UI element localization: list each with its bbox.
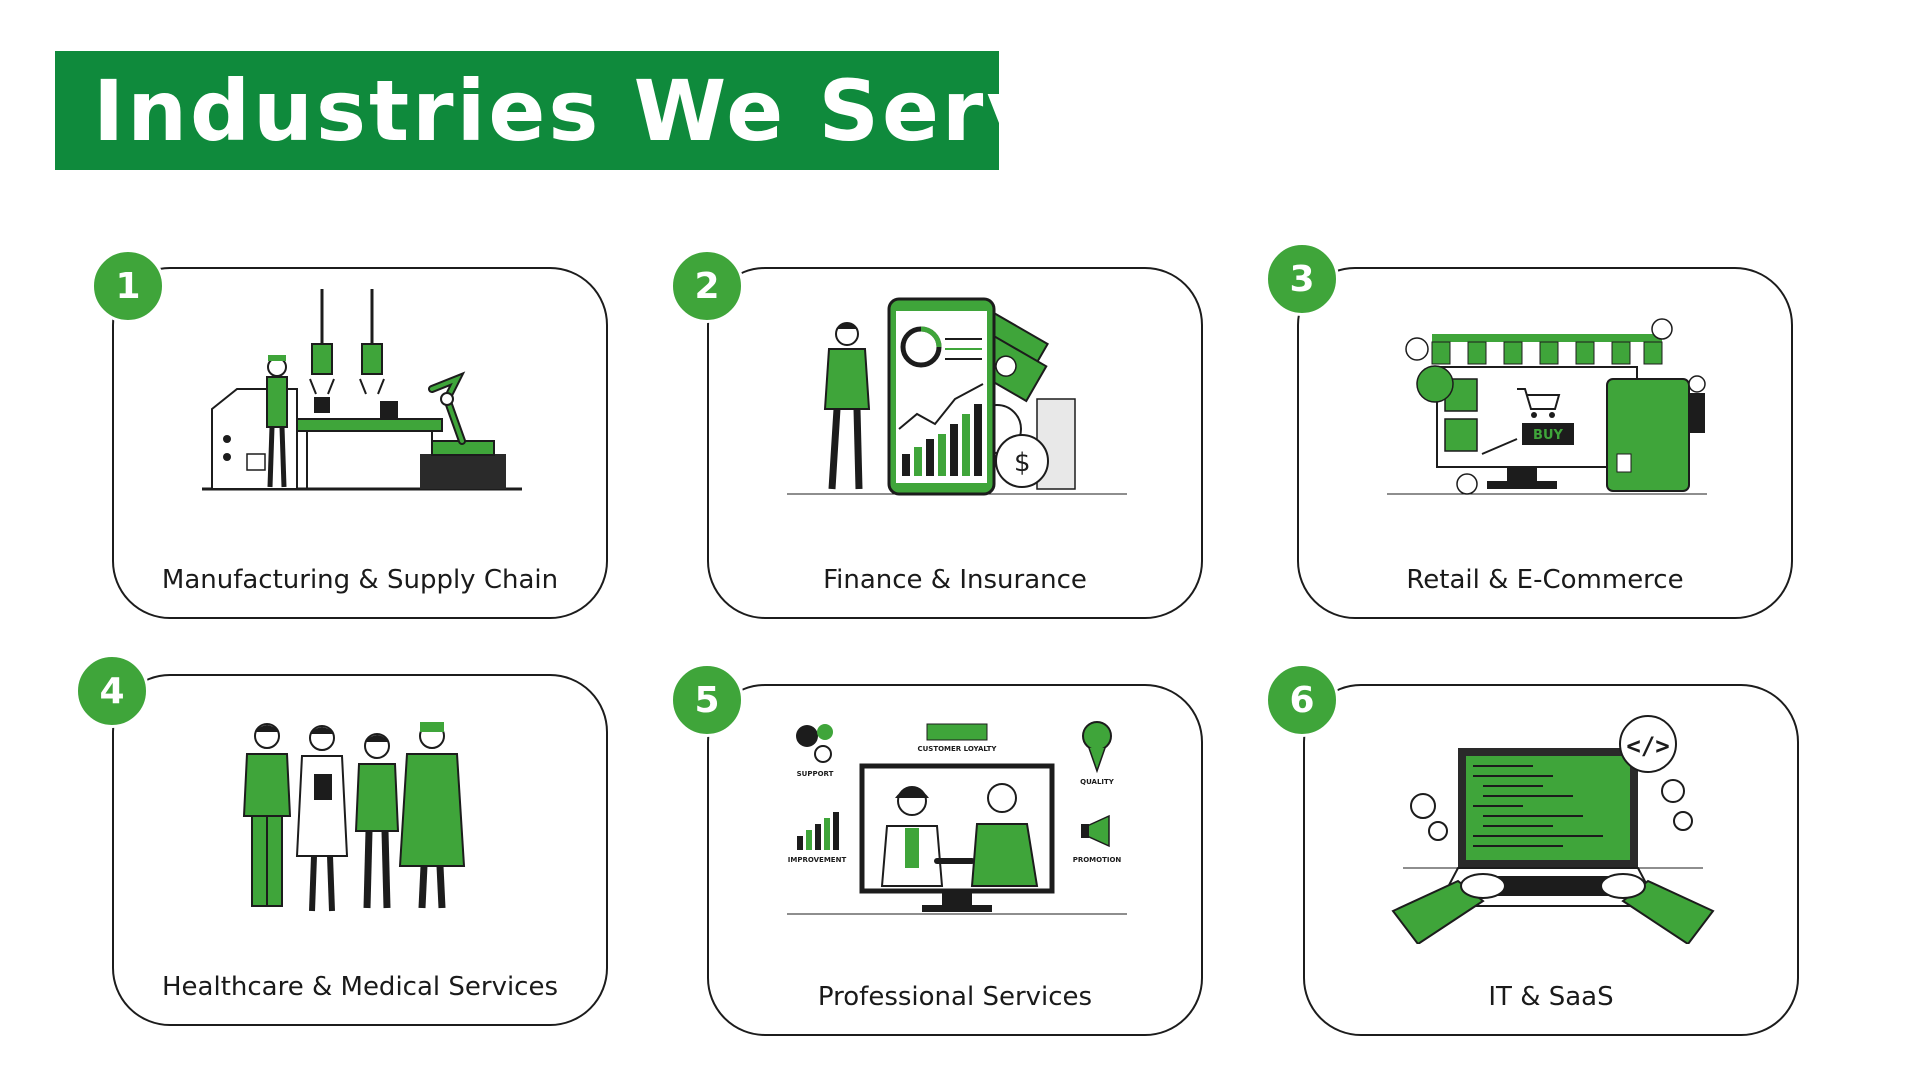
card-number-badge: 2	[670, 249, 744, 323]
card-number-badge: 6	[1265, 663, 1339, 737]
card-number-badge: 5	[670, 663, 744, 737]
card-label: Finance & Insurance	[823, 565, 1087, 595]
tag-support: SUPPORT	[797, 770, 834, 778]
card-number-badge: 4	[75, 654, 149, 728]
tag-promotion: PROMOTION	[1073, 856, 1122, 864]
card-label: Professional Services	[817, 982, 1093, 1012]
card-number-badge: 1	[91, 249, 165, 323]
industry-card-professional-services[interactable]: CUSTOMER LOYALTY SUPPORT QUALITY IMPROVE…	[707, 684, 1203, 1036]
buy-button-label: BUY	[1533, 428, 1563, 443]
tag-improvement: IMPROVEMENT	[788, 856, 847, 864]
industry-card-finance[interactable]: $ Finance & Insurance	[707, 267, 1203, 619]
card-label: Retail & E-Commerce	[1406, 565, 1684, 595]
industry-card-manufacturing[interactable]: Manufacturing & Supply Chain	[112, 267, 608, 619]
card-number-badge: 3	[1265, 242, 1339, 316]
svg-text:</>: </>	[1626, 732, 1669, 760]
laptop-code-icon: </>	[1391, 715, 1715, 944]
medical-staff-icon	[242, 722, 466, 912]
factory-robot-arm-icon	[202, 289, 522, 491]
industry-card-healthcare[interactable]: Healthcare & Medical Services	[112, 674, 608, 1026]
industry-card-retail[interactable]: BUY Retail & E-Commerce	[1297, 267, 1793, 619]
card-label: Healthcare & Medical Services	[161, 972, 559, 1002]
tag-quality: QUALITY	[1080, 778, 1115, 786]
svg-text:$: $	[1014, 448, 1031, 478]
online-store-icon: BUY	[1387, 318, 1707, 495]
phone-chart-money-icon: $	[787, 297, 1127, 496]
business-handshake-icon: CUSTOMER LOYALTY SUPPORT QUALITY IMPROVE…	[787, 721, 1127, 915]
card-label: Manufacturing & Supply Chain	[161, 565, 559, 595]
page-title: Industries We Serve	[93, 61, 1105, 160]
industry-card-it-saas[interactable]: </> IT & SaaS	[1303, 684, 1799, 1036]
card-label: IT & SaaS	[1488, 982, 1614, 1012]
tag-customer-loyalty: CUSTOMER LOYALTY	[917, 745, 997, 753]
title-banner: Industries We Serve	[55, 51, 1101, 170]
